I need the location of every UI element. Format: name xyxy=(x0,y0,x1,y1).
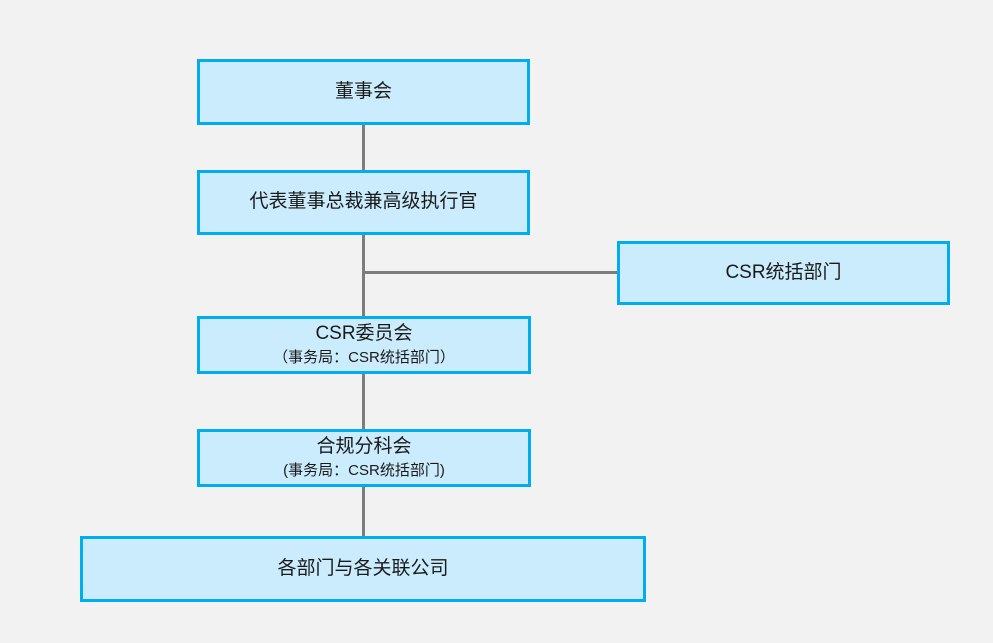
connector-ceo-to-csr-committee xyxy=(362,234,365,317)
node-departments-and-affiliates: 各部门与各关联公司 xyxy=(80,536,646,602)
node-board-of-directors: 董事会 xyxy=(197,59,530,125)
node-compliance-sublabel: (事务局：CSR统括部门) xyxy=(283,462,445,480)
node-compliance-label: 合规分科会 xyxy=(316,436,412,458)
node-csr-dept-label: CSR统括部门 xyxy=(725,261,842,283)
node-csr-supervising-department: CSR统括部门 xyxy=(617,241,950,305)
connector-board-to-ceo xyxy=(362,124,365,171)
node-ceo-label: 代表董事总裁兼高级执行官 xyxy=(249,191,478,213)
node-csr-committee-sublabel: （事务局：CSR统括部门） xyxy=(273,349,455,367)
node-csr-committee-label: CSR委员会 xyxy=(315,323,413,345)
node-compliance-subcommittee: 合规分科会 (事务局：CSR统括部门) xyxy=(197,429,531,487)
connector-csr-committee-to-compliance xyxy=(362,373,365,430)
node-csr-committee: CSR委员会 （事务局：CSR统括部门） xyxy=(197,316,531,374)
node-representative-director-ceo: 代表董事总裁兼高级执行官 xyxy=(197,170,530,235)
node-board-label: 董事会 xyxy=(334,80,392,102)
connector-branch-to-csr-dept xyxy=(362,271,618,274)
node-departments-label: 各部门与各关联公司 xyxy=(277,557,449,579)
connector-compliance-to-departments xyxy=(362,486,365,537)
